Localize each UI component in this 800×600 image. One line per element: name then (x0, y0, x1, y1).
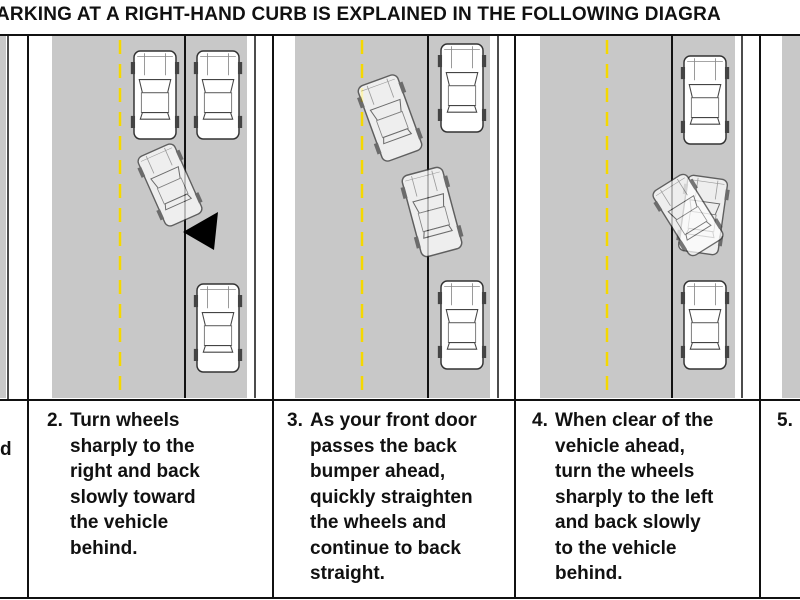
car-icon (680, 280, 730, 370)
step-3-number: 3. (287, 410, 303, 431)
panel-3 (295, 36, 516, 598)
panel-4 (540, 36, 761, 598)
step-3-text: As your front door passes the back bumpe… (310, 410, 477, 584)
car-icon (437, 280, 487, 370)
car-icon (437, 43, 487, 133)
step-2-text: Turn wheels sharply to the right and bac… (70, 410, 200, 559)
direction-arrow-icon (183, 212, 218, 250)
car-icon (130, 50, 180, 140)
car-icon (680, 55, 730, 145)
step-4-text: When clear of the vehicle ahead, turn th… (555, 410, 714, 584)
panel-1 (0, 36, 29, 598)
panel-5 (782, 36, 800, 398)
step-1-text: d (0, 439, 12, 460)
car-icon (193, 50, 243, 140)
step-4-number: 4. (532, 410, 548, 431)
step-5-number: 5. (777, 410, 793, 431)
page-title: ARKING AT A RIGHT-HAND CURB IS EXPLAINED… (0, 4, 721, 25)
step-2-number: 2. (47, 410, 63, 431)
header-banner: ARKING AT A RIGHT-HAND CURB IS EXPLAINED… (0, 0, 800, 36)
panel-2 (52, 36, 274, 598)
car-icon (193, 283, 243, 373)
